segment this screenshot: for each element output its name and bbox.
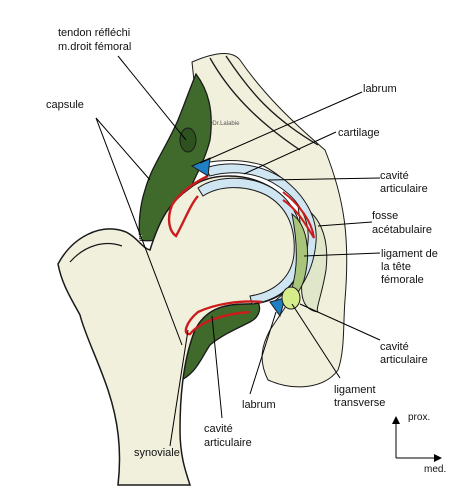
leader-labrum-top <box>199 91 363 164</box>
axis-med-arrowhead <box>434 454 442 462</box>
label-transverse-1: ligament <box>334 384 376 396</box>
label-cavite-top-2: articulaire <box>380 183 428 195</box>
label-cavite-right-2: articulaire <box>380 354 428 366</box>
femoral-head-cartilage <box>197 177 303 305</box>
label-labrum-bottom: labrum <box>242 399 276 411</box>
leader-transverse <box>291 303 341 379</box>
transverse-ligament <box>281 286 301 310</box>
label-ligament-head-2: la tête <box>381 261 411 273</box>
synovial-lower <box>184 300 263 336</box>
label-cartilage: cartilage <box>338 127 380 139</box>
leader-fosse <box>317 221 373 227</box>
acetabulum-inner-line <box>209 57 301 151</box>
label-med: med. <box>424 464 446 475</box>
rectus-femoris-tendon <box>179 127 197 153</box>
leader-cavite-right <box>299 303 381 341</box>
axis-prox-arrowhead <box>392 416 400 424</box>
label-tendon-2: m.droit fémoral <box>58 41 131 53</box>
labrum-top <box>190 157 211 177</box>
label-prox: prox. <box>408 412 430 423</box>
watermark: ©Dr.Lalabie <box>208 120 240 127</box>
capsule-symbol: S <box>138 235 143 242</box>
leader-labrum-bottom <box>249 311 277 395</box>
leader-synoviale <box>169 329 189 447</box>
label-cavite-top-1: cavité <box>380 170 409 182</box>
leader-cartilage <box>243 131 337 175</box>
leader-capsule-1 <box>95 117 151 181</box>
leader-cavite-bottom <box>211 315 223 419</box>
label-labrum-top: labrum <box>363 83 397 95</box>
label-cavite-right-1: cavité <box>380 341 409 353</box>
femur-bone <box>57 175 304 486</box>
leader-ligament-head <box>303 252 381 257</box>
labrum-bottom <box>269 297 286 318</box>
label-tendon-1: tendon réfléchi <box>58 27 130 39</box>
label-cavite-bottom-2: articulaire <box>204 437 252 449</box>
acetabulum-rim-line <box>225 55 319 146</box>
label-fosse-2: acétabulaire <box>372 224 432 236</box>
synovial-upper <box>167 174 209 238</box>
label-transverse-2: transverse <box>334 397 385 409</box>
label-ligament-head-3: fémorale <box>381 274 424 286</box>
synovial-right <box>282 191 315 239</box>
leader-cavite-top <box>267 177 381 181</box>
femur-inner-contour <box>69 242 123 263</box>
label-fosse-1: fosse <box>372 210 398 222</box>
label-cavite-bottom-1: cavité <box>204 423 233 435</box>
leader-tendon <box>117 55 187 141</box>
label-ligament-head-1: ligament de <box>381 248 438 260</box>
leader-capsule-2 <box>95 117 183 346</box>
label-synoviale: synoviale <box>134 447 180 459</box>
label-capsule: capsule <box>46 99 84 111</box>
